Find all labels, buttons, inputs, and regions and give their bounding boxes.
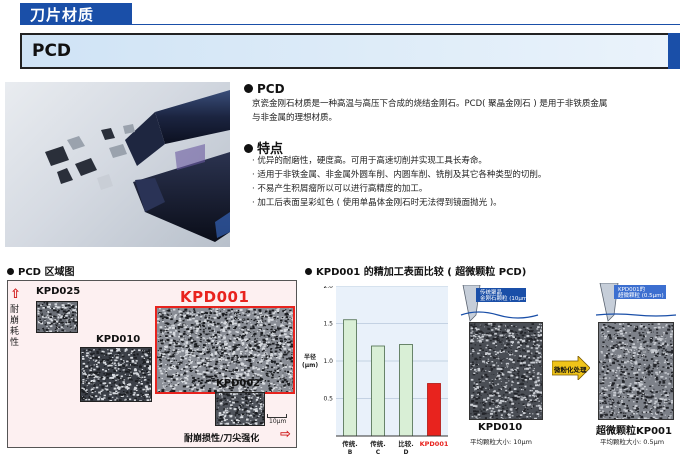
svg-text:金刚石颗粒 (10μm): 金刚石颗粒 (10μm) xyxy=(480,294,529,302)
tool-illustration xyxy=(45,90,230,242)
bars xyxy=(343,319,441,437)
bullet-dot-icon xyxy=(7,268,14,275)
bar xyxy=(371,345,385,437)
area-diagram: ⇧ 耐崩耗性 KPD025 KPD010 KPD001 KPD002 10μm … xyxy=(7,280,297,448)
left-tool-diagram: 传统聚晶 金刚石颗粒 (10μm) xyxy=(458,284,548,323)
features-title: 特点 xyxy=(244,138,283,157)
grade-texture-kpd010 xyxy=(80,347,152,402)
y-axis-label: 耐崩耗性 xyxy=(10,305,20,348)
arrow-label: 微粉化处理 xyxy=(554,366,587,374)
feature-item: · 不易产生积屑瘤所以可以进行高精度的加工。 xyxy=(252,184,428,194)
grade-label-kpd002: KPD002 xyxy=(216,378,261,389)
intro-title: PCD xyxy=(244,82,285,96)
svg-text:KPD001的: KPD001的 xyxy=(618,285,646,293)
right-photo-name: 超微颗粒KP001 xyxy=(596,426,672,437)
right-arrow-icon: ⇨ xyxy=(280,427,291,442)
category-label: KPD001 xyxy=(420,440,449,448)
section-tab: 刀片材质 xyxy=(20,3,132,25)
category-label: 传统. xyxy=(369,439,385,448)
tick-label: 2.0 xyxy=(323,286,333,290)
category-sublabel: C xyxy=(376,449,381,456)
tick-labels: 2.0 1.5 1.0 0.5 xyxy=(323,283,333,403)
right-photo-sub: 平均颗粒大小: 0.5μm xyxy=(600,438,665,446)
tick-label: 0.5 xyxy=(323,396,333,403)
scale-bar xyxy=(267,414,287,418)
bullet-dot-icon xyxy=(305,268,312,275)
svg-text:传统聚晶: 传统聚晶 xyxy=(480,288,503,296)
bar xyxy=(427,383,441,437)
title-band: PCD xyxy=(20,33,670,69)
up-arrow-icon: ⇧ xyxy=(10,287,21,302)
feature-item: · 优异的耐磨性，硬度高。可用于高速切削并实现工具长寿命。 xyxy=(252,156,487,166)
tick-label: 1.0 xyxy=(323,358,333,365)
bar xyxy=(343,319,357,437)
intro-line-1: 京瓷金刚石材质是一种高温与高压下合成的烧结金刚石。PCD( 聚晶金刚石 ) 是用… xyxy=(252,99,608,109)
page-title: PCD xyxy=(32,41,72,61)
bar xyxy=(399,344,413,437)
kpd010-surface-photo xyxy=(469,322,543,420)
grade-texture-kpd002 xyxy=(215,392,265,426)
right-arrow-icon xyxy=(551,355,591,381)
bullet-dot-icon xyxy=(244,144,253,153)
intro-line-2: 与非金属的理想材质。 xyxy=(252,113,338,123)
y-axis-label-1: 半径 xyxy=(304,353,316,361)
feature-item: · 适用于非铁金属、非金属外圆车削、内圆车削、铣削及其它各种类型的切削。 xyxy=(252,170,547,180)
y-axis-label-2: (μm) xyxy=(302,362,318,369)
product-photo xyxy=(5,82,230,247)
bullet-dot-icon xyxy=(244,84,253,93)
kp001-surface-photo xyxy=(598,322,674,420)
grade-label-kpd001: KPD001 xyxy=(180,288,250,306)
area-title: PCD 区域图 xyxy=(7,263,74,278)
callout-box-left xyxy=(476,288,526,302)
grade-label-kpd025: KPD025 xyxy=(36,286,81,297)
feature-item: · 加工后表面呈彩虹色 ( 使用单晶体金刚石时无法得到镜面抛光 )。 xyxy=(252,198,502,208)
category-sublabel: B xyxy=(348,449,353,456)
grade-texture-kpd001 xyxy=(155,306,295,394)
title-band-cap xyxy=(668,33,680,69)
category-sublabel: D xyxy=(404,449,409,456)
refine-arrow: 微粉化处理 xyxy=(551,355,591,381)
left-photo-sub: 平均颗粒大小: 10μm xyxy=(470,438,532,446)
header-rule xyxy=(20,24,680,25)
svg-text:超微颗粒 (0.5μm): 超微颗粒 (0.5μm) xyxy=(618,291,664,299)
x-axis-label: 耐崩损性/刀尖强化 xyxy=(184,434,260,444)
left-photo-name: KPD010 xyxy=(478,422,523,433)
category-label: 比较. xyxy=(398,439,413,448)
callout-box-right xyxy=(614,285,666,299)
grade-label-kpd010: KPD010 xyxy=(96,334,141,345)
grade-texture-kpd025 xyxy=(36,301,78,333)
tick-label: 1.5 xyxy=(323,321,333,328)
category-label: 传统. xyxy=(341,439,357,448)
right-tool-diagram: KPD001的 超微颗粒 (0.5μm) xyxy=(592,282,680,323)
scale-label: 10μm xyxy=(269,418,287,425)
compare-title: KPD001 的精加工表面比较 ( 超微颗粒 PCD) xyxy=(305,263,526,278)
